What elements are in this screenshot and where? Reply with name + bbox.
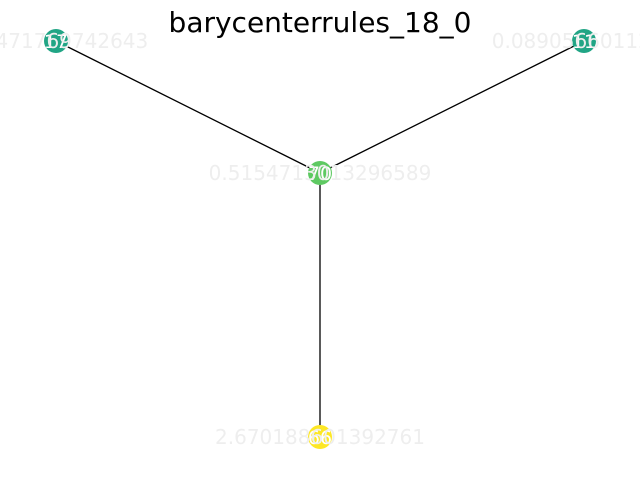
node-left-label: 17: [44, 31, 68, 53]
node-right-circle[interactable]: [572, 29, 596, 53]
node-left[interactable]: 17 0.5471769742643: [0, 29, 148, 53]
node-right[interactable]: 11 0.0890566011246: [492, 29, 640, 53]
node-center-circle[interactable]: [308, 161, 332, 185]
node-center[interactable]: 70 0.5154713013296589: [209, 161, 432, 185]
node-left-circle[interactable]: [44, 29, 68, 53]
node-bottom-label: 66: [308, 427, 332, 449]
node-right-label: 11: [572, 31, 596, 53]
node-right-weight: 0.0890566011246: [492, 29, 640, 53]
edge-center-right: [319, 40, 585, 174]
node-left-weight: 0.5471769742643: [0, 29, 148, 53]
node-bottom-weight: 2.670188601392761: [215, 425, 425, 449]
node-bottom[interactable]: 66 2.670188601392761: [215, 425, 425, 449]
diagram-title: barycenterrules_18_0: [169, 6, 472, 39]
edges: [55, 40, 585, 437]
edge-center-left: [55, 40, 321, 174]
node-bottom-circle[interactable]: [308, 425, 332, 449]
node-center-label: 70: [308, 163, 332, 185]
node-center-weight: 0.5154713013296589: [209, 161, 432, 185]
